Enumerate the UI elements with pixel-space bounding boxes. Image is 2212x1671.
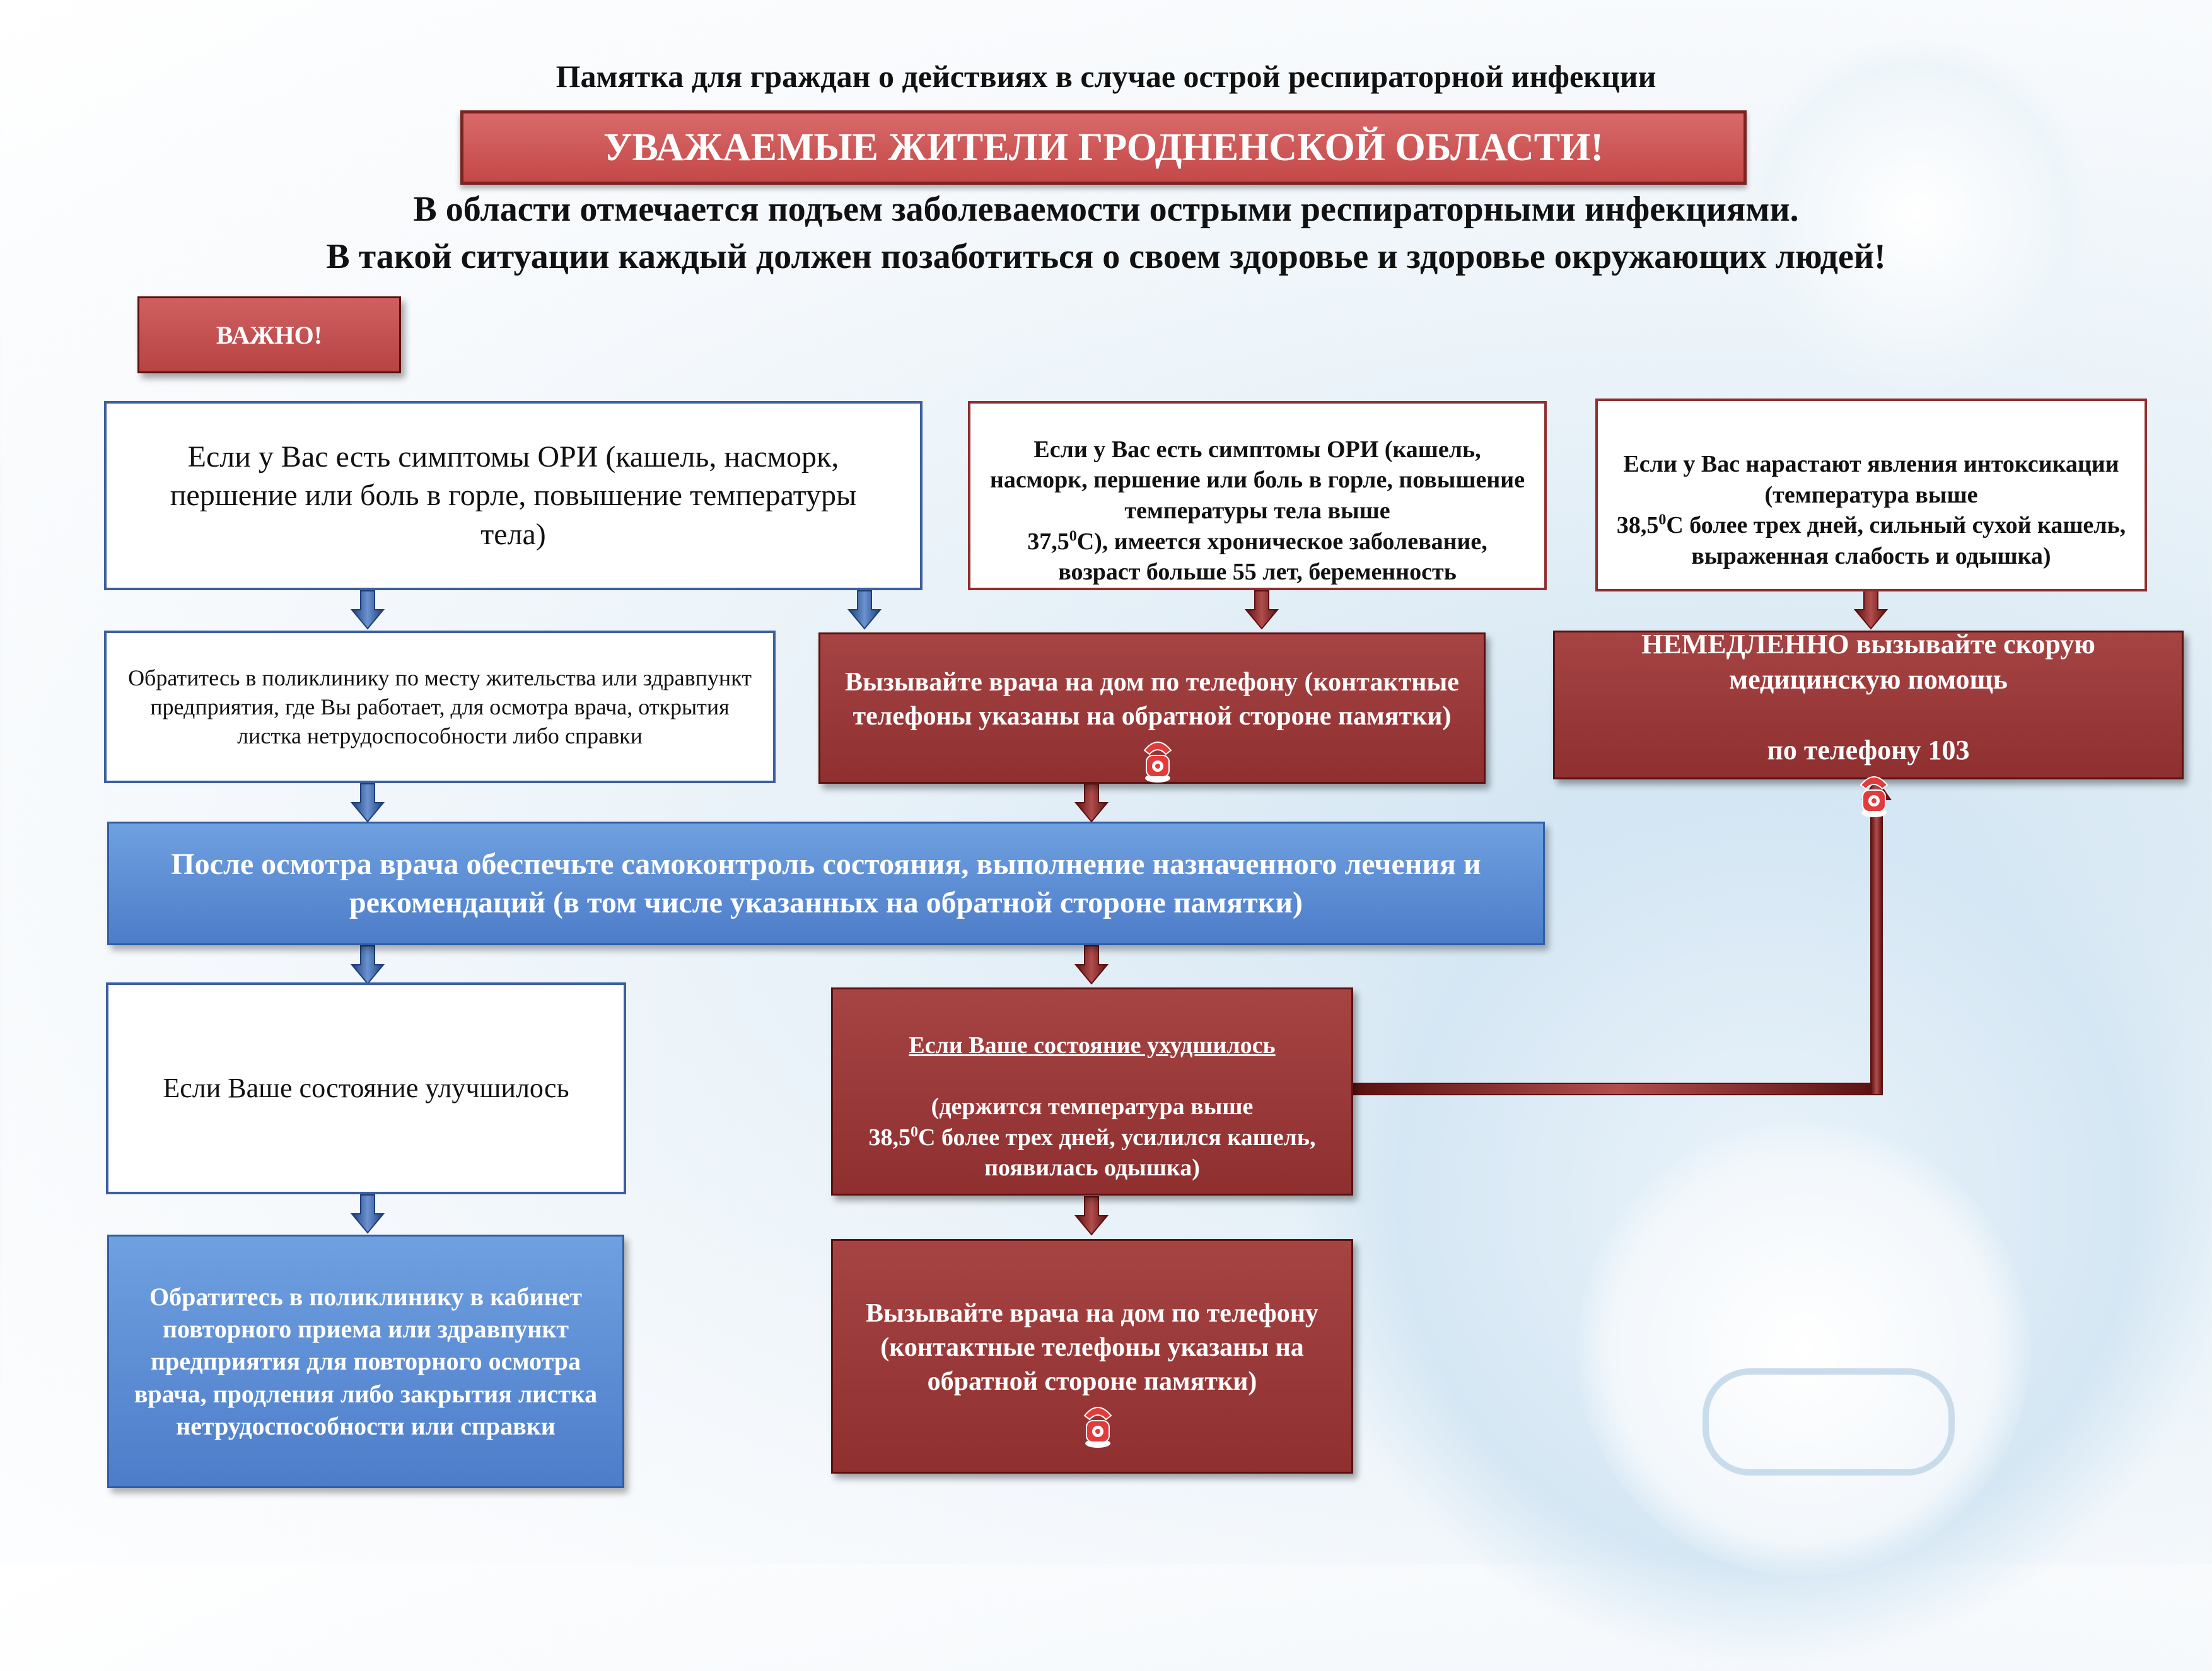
worse-box: Если Ваше состояние ухудшилось (держится…: [831, 987, 1353, 1196]
worse-content: Если Ваше состояние ухудшилось (держится…: [833, 993, 1351, 1190]
intoxication-content: Если у Вас нарастают явления интоксикаци…: [1598, 412, 2145, 578]
background-circle: [1740, 38, 2093, 391]
improved-text: Если Ваше состояние улучшилось: [163, 1072, 569, 1103]
banner: УВАЖАЕМЫЕ ЖИТЕЛИ ГРОДНЕНСКОЙ ОБЛАСТИ!: [460, 110, 1747, 185]
worse-line1: (держится температура выше: [931, 1093, 1254, 1120]
worse-title: Если Ваше состояние ухудшилось: [909, 1032, 1276, 1059]
temperature-value: 37,5: [1027, 528, 1069, 555]
call-doctor-2-text: Вызывайте врача на дом по телефону (конт…: [866, 1299, 1318, 1396]
call-doctor-box-2: Вызывайте врача на дом по телефону (конт…: [831, 1239, 1353, 1474]
call-doctor-2-content: Вызывайте врача на дом по телефону (конт…: [833, 1257, 1351, 1456]
emergency-line2: по телефону 103: [1767, 735, 1970, 766]
degree-mark: 0: [911, 1123, 918, 1140]
symptoms-middle-line2: С), имеется хроническое заболевание, воз…: [1058, 528, 1487, 586]
emergency-box: НЕМЕДЛЕННО вызывайте скорую медицинскую …: [1553, 629, 2184, 817]
symptoms-left-text: Если у Вас есть симптомы ОРИ (кашель, на…: [170, 440, 857, 551]
worse-line2: С более трех дней, усилился кашель, появ…: [918, 1124, 1316, 1182]
telephone-icon: [1083, 1406, 1112, 1448]
improved-box: Если Ваше состояние улучшилось: [106, 982, 626, 1194]
background-circle: [1576, 1122, 2030, 1576]
symptoms-box-left: Если у Вас есть симптомы ОРИ (кашель, на…: [104, 401, 923, 590]
symptoms-middle-line1: Если у Вас есть симптомы ОРИ (кашель, на…: [989, 436, 1525, 524]
revisit-box: Обратитесь в поликлинику в кабинет повто…: [107, 1235, 624, 1488]
temperature-value: 38,5: [1616, 512, 1659, 539]
red-arrow: [1074, 590, 1889, 1236]
blue-arrow: [350, 590, 882, 1234]
degree-mark: 0: [1658, 511, 1667, 528]
symptoms-middle-text: Если у Вас есть симптомы ОРИ (кашель, на…: [970, 397, 1544, 594]
revisit-text: Обратитесь в поликлинику в кабинет повто…: [134, 1283, 598, 1440]
after-exam-text: После осмотра врача обеспечьте самоконтр…: [171, 847, 1481, 919]
temperature-value: 38,5: [868, 1124, 911, 1151]
intoxication-line1: Если у Вас нарастают явления интоксикаци…: [1623, 451, 2119, 508]
emergency-line1: НЕМЕДЛЕННО вызывайте скорую медицинскую …: [1641, 628, 2095, 695]
telephone-icon: [1143, 741, 1172, 783]
degree-mark: 0: [1069, 527, 1077, 544]
page-title: Памятка для граждан о действиях в случае…: [556, 59, 1656, 94]
intoxication-box: Если у Вас нарастают явления интоксикаци…: [1595, 399, 2147, 591]
important-text: ВАЖНО!: [216, 320, 323, 349]
call-doctor-content: Вызывайте врача на дом по телефону (конт…: [820, 626, 1484, 790]
subtitle-line-1: В области отмечается подъем заболеваемос…: [413, 190, 1799, 229]
subtitle-line-2: В такой ситуации каждый должен позаботит…: [326, 237, 1886, 276]
symptoms-box-middle: Если у Вас есть симптомы ОРИ (кашель, на…: [968, 401, 1547, 590]
important-label: ВАЖНО!: [137, 296, 401, 373]
pill-shape: [1703, 1368, 1955, 1476]
after-exam-box: После осмотра врача обеспечьте самоконтр…: [107, 822, 1545, 945]
telephone-icon: [1860, 776, 1889, 817]
emergency-content: НЕМЕДЛЕННО вызывайте скорую медицинскую …: [1555, 585, 2182, 825]
call-doctor-text: Вызывайте врача на дом по телефону (конт…: [845, 668, 1459, 731]
clinic-text: Обратитесь в поликлинику по месту житель…: [128, 665, 752, 749]
clinic-box: Обратитесь в поликлинику по месту житель…: [104, 631, 776, 783]
intoxication-line2: С более трех дней, сильный сухой кашель,…: [1666, 512, 2126, 569]
call-doctor-box: Вызывайте врача на дом по телефону (конт…: [818, 632, 1486, 784]
